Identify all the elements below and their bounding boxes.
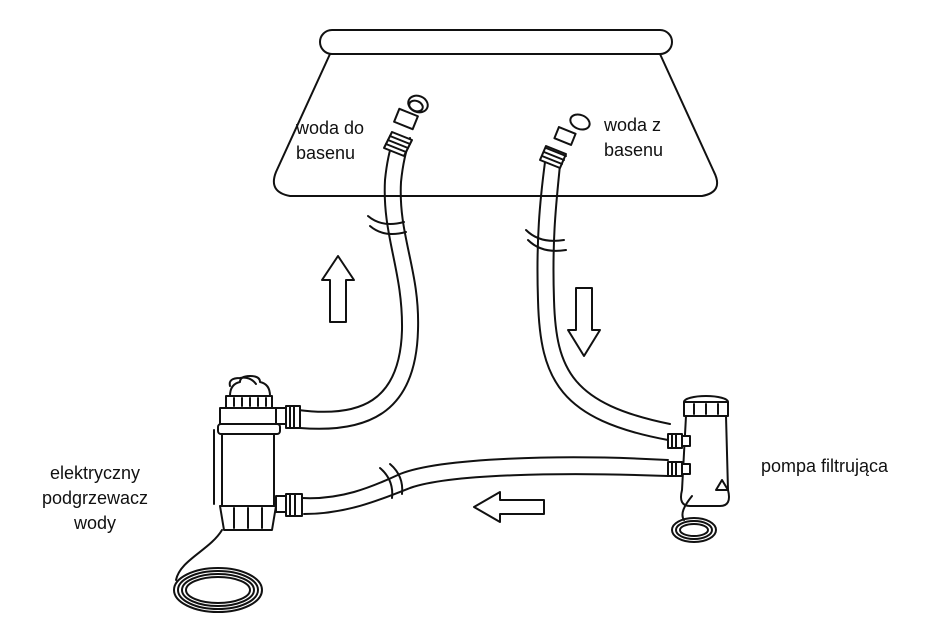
arrow-left xyxy=(473,491,545,523)
arrow-down xyxy=(567,287,601,357)
label-heater-line2: podgrzewacz xyxy=(42,488,149,508)
arrow-up xyxy=(321,255,355,323)
outlet-fitting xyxy=(539,113,591,169)
label-water-from-pool-line2: basenu xyxy=(604,140,664,160)
label-water-to-pool-line2: basenu xyxy=(296,143,356,163)
label-heater-line3: wody xyxy=(74,513,117,533)
inlet-fitting xyxy=(383,94,429,157)
label-heater-line1: elektryczny xyxy=(50,463,141,483)
label-water-to-pool: woda do basenu xyxy=(296,116,364,166)
heater-cord-coil xyxy=(173,567,263,613)
pool xyxy=(272,29,718,197)
electric-heater xyxy=(175,375,303,581)
label-filter-pump: pompa filtrująca xyxy=(761,456,889,476)
label-water-from-pool-line1: woda z xyxy=(604,115,662,135)
label-heater: elektryczny podgrzewacz wody xyxy=(42,461,148,536)
filter-pump xyxy=(667,395,730,521)
label-water-from-pool: woda z basenu xyxy=(604,113,663,163)
hose-pump-to-heater xyxy=(301,456,669,515)
label-water-to-pool-line1: woda do xyxy=(296,118,365,138)
hose-to-pool xyxy=(297,134,420,430)
pool-top-rim xyxy=(319,29,673,55)
pool-wall xyxy=(272,53,718,197)
pump-cord-coil xyxy=(671,517,717,543)
hose-from-pool xyxy=(525,161,671,441)
